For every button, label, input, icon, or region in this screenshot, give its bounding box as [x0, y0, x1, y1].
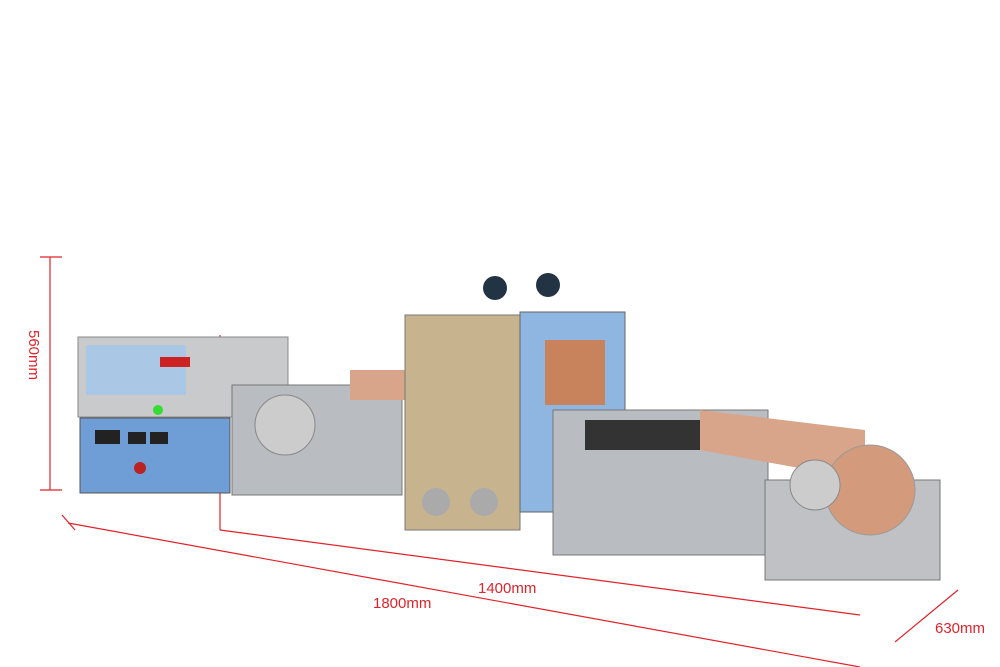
- height-label: 560mm: [25, 330, 42, 381]
- controller-box: [77, 336, 289, 494]
- rewind-unit: [552, 409, 941, 581]
- depth-line: [894, 589, 959, 643]
- inner-length-label: 1400mm: [478, 580, 537, 597]
- roller-press: [404, 273, 626, 531]
- unwind-unit: [231, 370, 405, 496]
- inner-length-line: [219, 529, 861, 616]
- total-length-label: 1800mm: [373, 595, 432, 612]
- depth-label: 630mm: [935, 620, 986, 637]
- total-length-line: [67, 522, 861, 667]
